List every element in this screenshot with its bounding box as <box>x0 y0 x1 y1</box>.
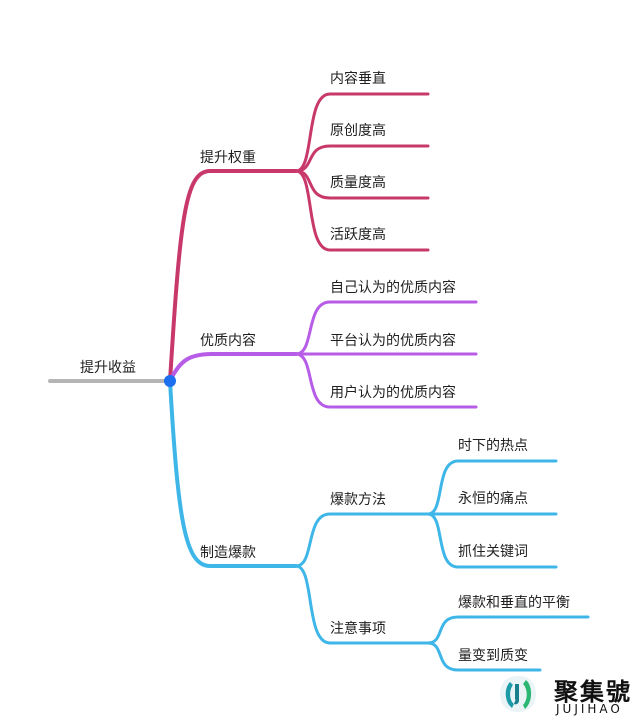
leaf-label: 爆款和垂直的平衡 <box>458 594 570 611</box>
root-node-label: 提升收益 <box>80 360 136 376</box>
branch-quality-content: 优质内容 自己认为的优质内容 平台认为的优质内容 用户认为的优质内容 <box>168 279 478 409</box>
brand-name: 聚集號 <box>554 677 632 706</box>
leaf-label: 用户认为的优质内容 <box>330 384 456 401</box>
leaf-label: 抓住关键词 <box>458 544 528 560</box>
branch-connector <box>168 379 298 568</box>
child-connector <box>294 169 430 252</box>
child-connector <box>294 144 430 173</box>
leaf-label: 自己认为的优质内容 <box>330 279 456 296</box>
branch-connector <box>168 352 298 383</box>
leaf-connector <box>426 615 590 645</box>
leaf-connector <box>426 459 558 516</box>
sub-branch-label: 注意事项 <box>330 620 386 637</box>
child-connector <box>294 352 478 409</box>
branch-make-hits: 制造爆款 爆款方法 时下的热点 永恒的痛点 抓住关键词 注意事项 爆款和垂直的平… <box>168 379 590 672</box>
leaf-label: 平台认为的优质内容 <box>330 332 456 349</box>
sub-branch-connector <box>294 512 430 568</box>
leaf-connector <box>426 512 558 569</box>
leaf-label: 内容垂直 <box>330 70 386 87</box>
brand-subtitle: JUJIHAO <box>556 702 623 716</box>
leaf-label: 永恒的痛点 <box>458 490 528 507</box>
sub-branch-label: 爆款方法 <box>330 492 386 508</box>
branch-boost-weight: 提升权重 内容垂直 原创度高 质量度高 活跃度高 <box>168 70 430 383</box>
child-connector <box>294 92 430 173</box>
sub-branch-connector <box>294 564 430 645</box>
root-hub-dot <box>164 375 176 387</box>
leaf-connector <box>426 641 542 672</box>
leaf-label: 活跃度高 <box>330 226 386 243</box>
branch-connector <box>168 169 298 383</box>
leaf-label: 原创度高 <box>330 122 386 139</box>
branch-label: 制造爆款 <box>200 545 256 561</box>
watermark: 聚集號 JUJIHAO <box>498 672 638 718</box>
leaf-label: 质量度高 <box>330 174 386 191</box>
child-connector <box>294 300 478 356</box>
leaf-label: 量变到质变 <box>458 648 528 664</box>
brand-logo-icon <box>500 676 536 712</box>
branch-label: 优质内容 <box>200 332 256 349</box>
branch-label: 提升权重 <box>200 150 256 166</box>
leaf-label: 时下的热点 <box>458 438 528 454</box>
